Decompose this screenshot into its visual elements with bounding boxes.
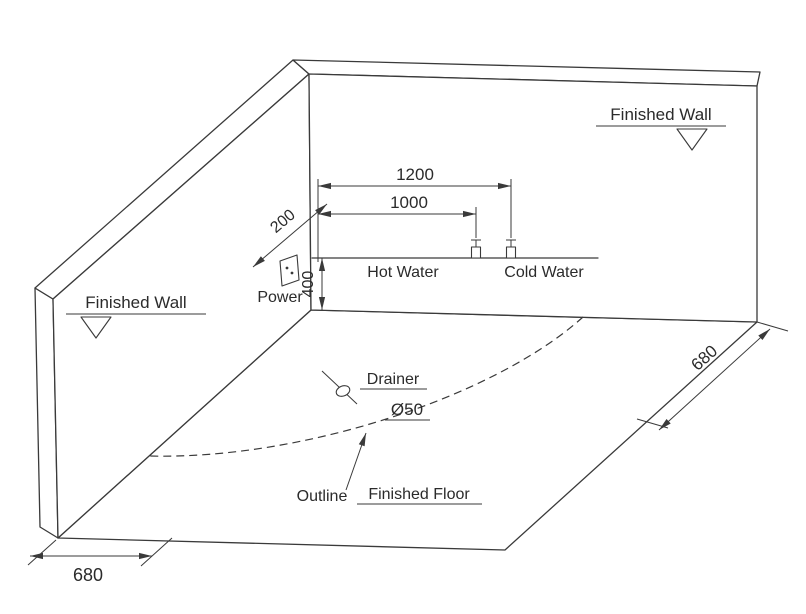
cold-water-valve-icon — [505, 239, 517, 259]
water-connections: Hot Water Cold Water — [311, 239, 599, 281]
finished-floor-label: Finished Floor — [368, 486, 470, 503]
power-outlet: Power — [257, 254, 303, 306]
floor-callouts: Outline Finished Floor — [297, 432, 482, 505]
finish-mark-triangle-icon — [80, 316, 112, 339]
cold-water-label: Cold Water — [504, 264, 584, 281]
outline-leader-arrow — [345, 432, 367, 491]
finished-wall-left-label: Finished Wall — [85, 293, 186, 312]
hot-water-valve-icon — [470, 239, 482, 259]
dim-680-bottom-extension-left — [27, 539, 57, 566]
hot-water-label: Hot Water — [367, 264, 439, 281]
finished-wall-left-callout: Finished Wall — [66, 293, 206, 339]
finished-wall-right-callout: Finished Wall — [596, 105, 726, 151]
drainer-label: Drainer — [367, 371, 420, 388]
finished-wall-right-label: Finished Wall — [610, 105, 711, 124]
dim-1200: 1200 — [317, 165, 512, 262]
drain: Drainer Ø50 — [321, 370, 430, 421]
dim-400-value: 400 — [300, 271, 317, 298]
hot-valve-body — [470, 246, 482, 259]
dim-680-bottom-extension-right — [140, 537, 173, 567]
dim-680-right-line — [658, 328, 771, 431]
dim-680-bottom-value: 680 — [73, 565, 103, 585]
room-structure — [34, 59, 761, 551]
power-outlet-icon — [279, 254, 300, 287]
tub-outline-curve — [148, 316, 584, 457]
cold-valve-body — [505, 246, 517, 259]
dim-680-right-extension-top — [756, 321, 789, 332]
outline-label: Outline — [297, 488, 348, 505]
dim-1000: 1000 — [318, 193, 477, 238]
drain-hole-icon — [335, 385, 351, 397]
dim-680-bottom: 680 — [27, 537, 173, 585]
power-outlet-pin — [285, 266, 289, 270]
drain-diameter-label: Ø50 — [391, 400, 423, 419]
power-label: Power — [257, 289, 303, 306]
power-outlet-pin — [290, 271, 294, 275]
dim-200-line — [252, 203, 328, 268]
finish-mark-triangle-icon — [676, 128, 708, 151]
dim-1200-value: 1200 — [396, 165, 434, 184]
dim-1000-value: 1000 — [390, 193, 428, 212]
